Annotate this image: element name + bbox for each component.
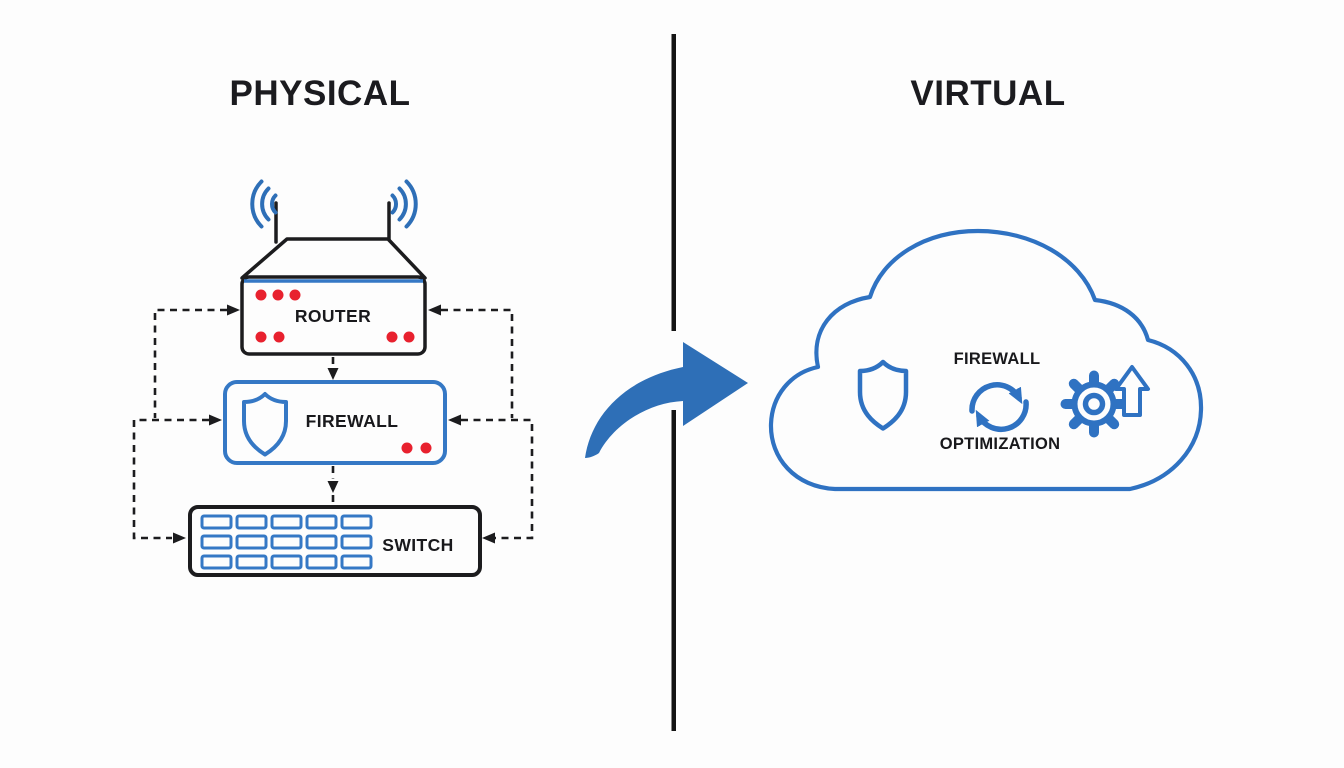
wifi-waves-right-icon [390,179,418,229]
up-arrow-icon [1114,365,1150,417]
shield-icon [242,392,288,457]
arrowhead-into-router-left [227,304,240,316]
shield-icon [857,359,909,431]
firewall-status-leds [401,442,432,454]
virtual-section-title: VIRTUAL [910,74,1066,113]
firewall-label: FIREWALL [305,411,399,431]
switch-icon [188,505,482,577]
cloud-optimization-label: OPTIMIZATION [939,435,1061,453]
gear-icon [1060,370,1128,438]
arrowhead-firewall-to-switch [327,481,339,493]
arrowhead-into-switch-left [173,532,186,544]
arrowhead-into-switch-right [482,532,495,544]
router-icon [240,179,427,356]
router-label: ROUTER [294,306,372,326]
physical-section-title: PHYSICAL [229,74,411,113]
arrowhead-into-router-right [428,304,441,316]
section-divider [671,34,676,731]
arrowhead-into-firewall-left [209,414,222,426]
firewall-box [223,380,447,465]
router-top-trapezoid [240,237,427,280]
wifi-waves-left-icon [250,179,278,229]
sync-arrows-icon [969,382,1029,433]
arrowhead-into-firewall-right [448,414,461,426]
switch-label: SWITCH [382,535,454,555]
left-elbow-to-firewall-and-switch [132,418,209,540]
router-body [240,275,427,356]
connection-arrowheads [173,304,495,544]
switch-ports [200,514,373,570]
right-elbow-to-firewall-and-switch [461,418,534,540]
right-elbow-to-router [441,308,514,418]
left-elbow-to-router [153,308,227,418]
physical-connection-lines [132,308,534,540]
cloud-firewall-label: FIREWALL [953,350,1041,368]
router-status-leds [255,289,415,343]
curved-arrow-right-icon [585,342,748,458]
arrowhead-router-to-firewall [327,368,339,380]
antenna-lines [274,201,391,244]
